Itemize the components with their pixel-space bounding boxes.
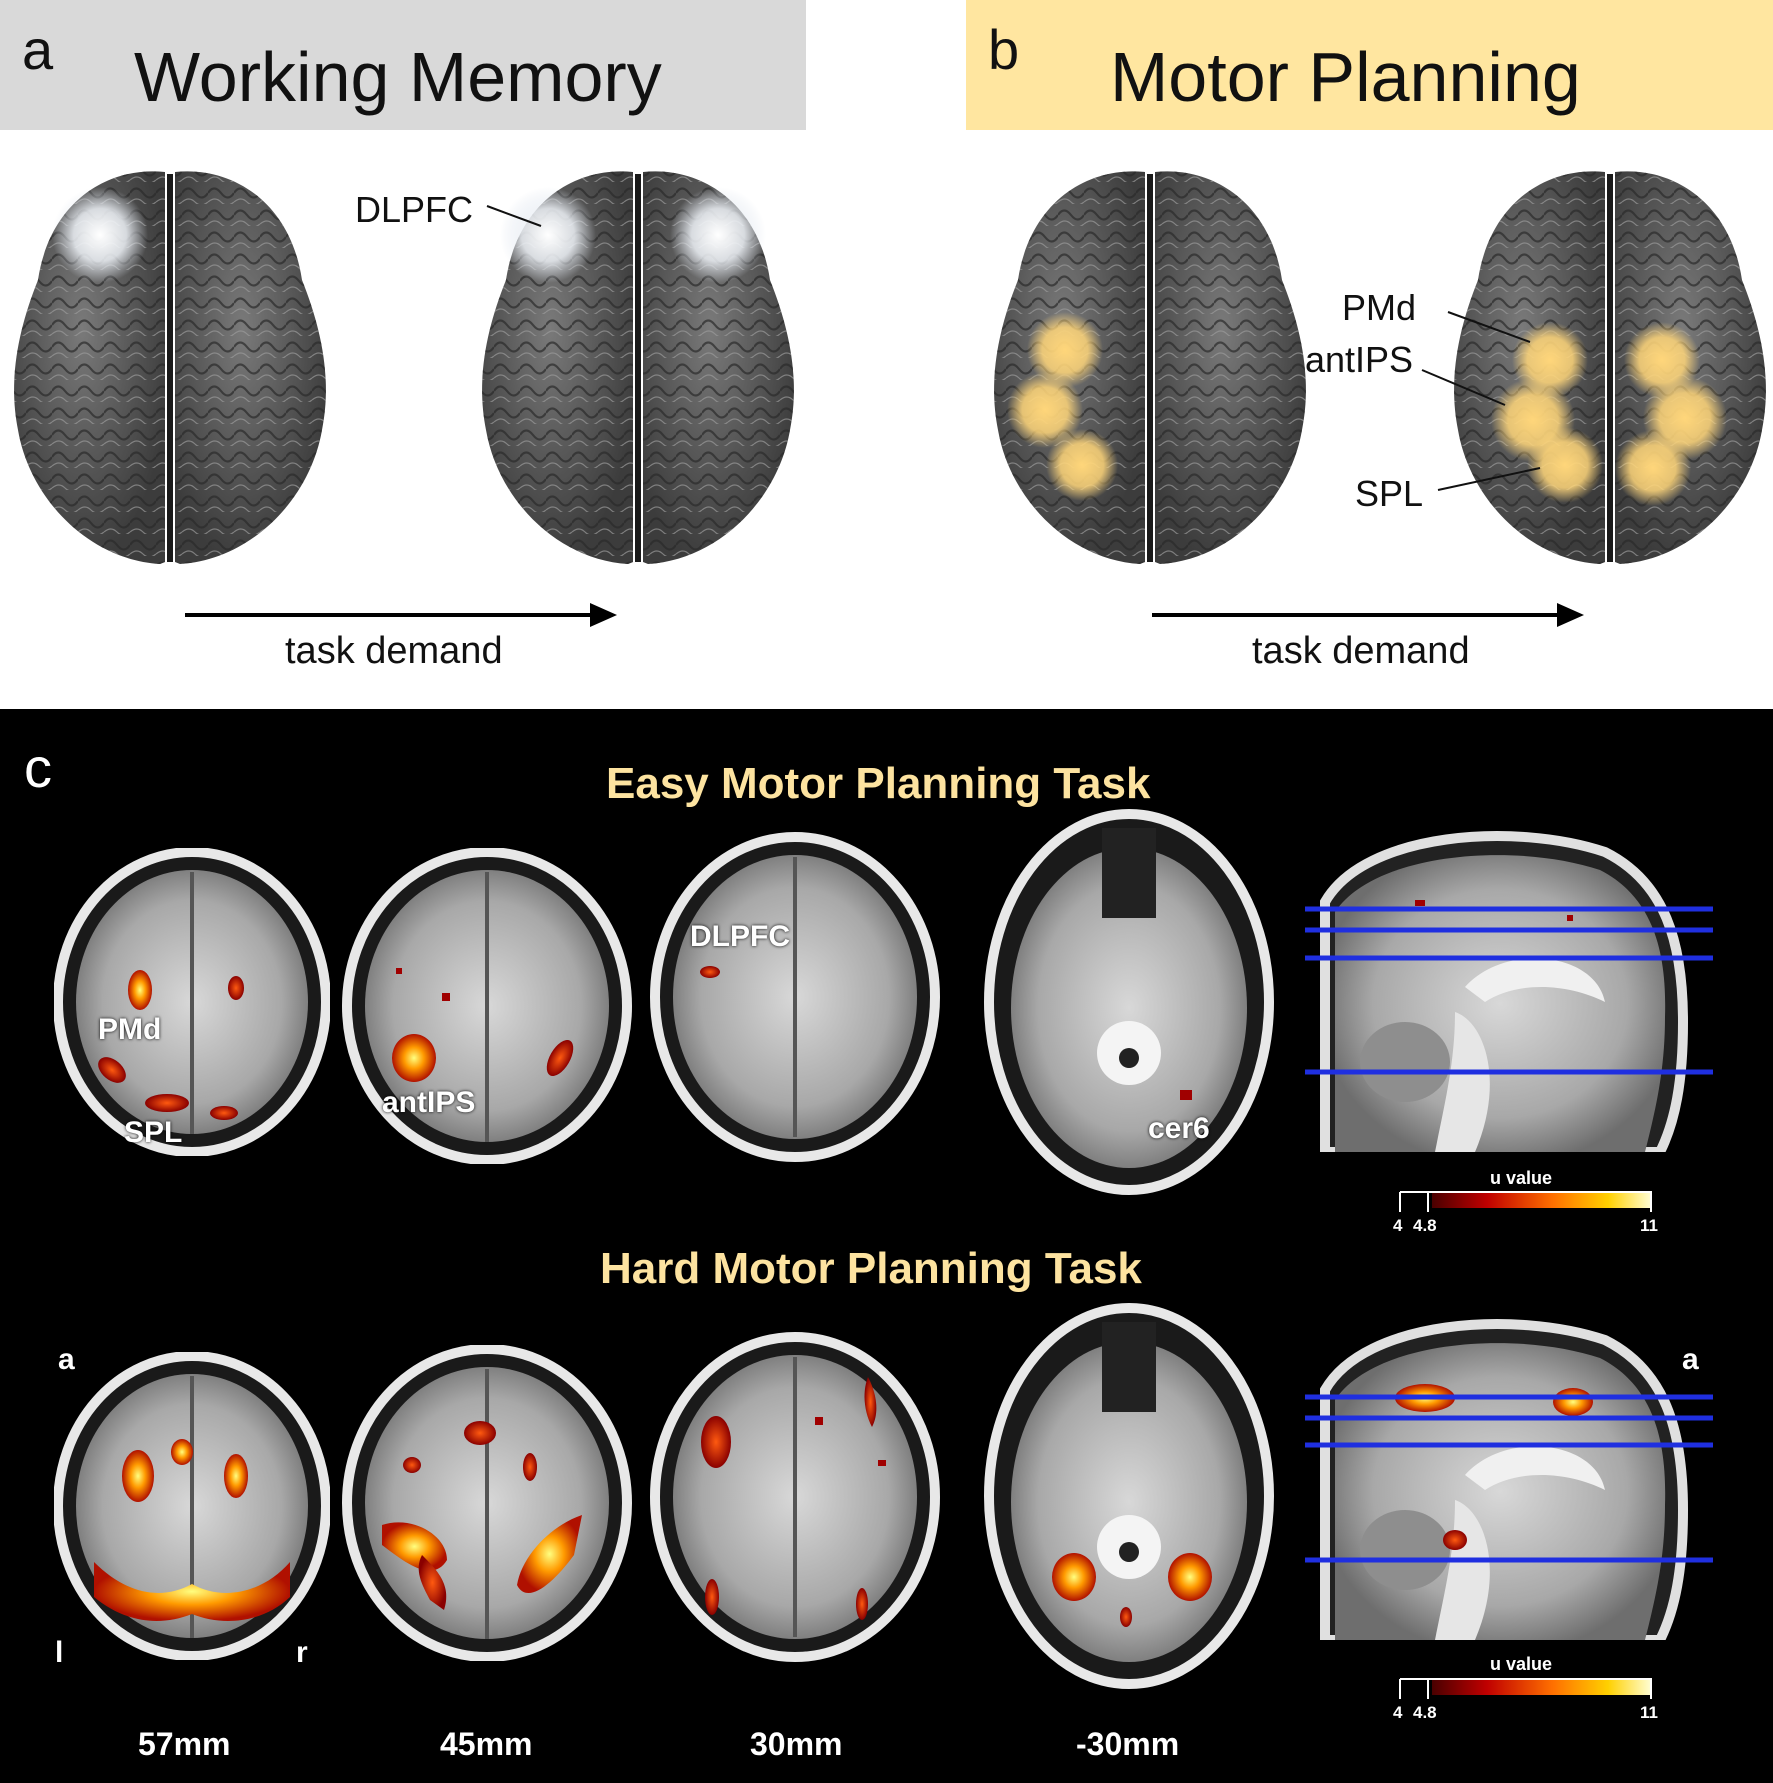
task-demand-arrow-a [185, 603, 617, 627]
antips-activation [1007, 372, 1083, 448]
easy-slice-minus30mm [984, 809, 1274, 1195]
task-demand-label-b: task demand [1252, 630, 1470, 672]
hard-colorbar [1399, 1678, 1652, 1699]
easy-dlpfc-label: DLPFC [690, 920, 790, 953]
panel-a-header [0, 0, 806, 130]
easy-colorbar-title: u value [1490, 1168, 1553, 1188]
orientation-right-label: r [296, 1636, 308, 1669]
hard-colorbar-tick-threshold: 4.8 [1413, 1703, 1437, 1722]
easy-spl-label: SPL [124, 1116, 183, 1149]
panel-b-title: Motor Planning [1110, 38, 1581, 116]
spl-activation-left [1527, 427, 1603, 503]
panel-c-letter: c [24, 736, 52, 799]
antips-label: antIPS [1305, 339, 1414, 380]
spl-activation [1046, 429, 1118, 501]
dlpfc-activation-left [52, 187, 148, 283]
easy-cer6-label: cer6 [1148, 1112, 1210, 1145]
orientation-left-label: l [55, 1636, 64, 1669]
antips-blob [392, 1034, 436, 1082]
hard-slice-minus30mm [984, 1303, 1274, 1689]
easy-pmd-label: PMd [98, 1013, 162, 1046]
hard-task-title: Hard Motor Planning Task [600, 1244, 1142, 1293]
easy-slice-30mm [650, 832, 940, 1162]
dlpfc-leader-line [486, 205, 542, 227]
depth-label-45mm: 45mm [440, 1726, 533, 1762]
hard-slice-57mm [54, 1352, 330, 1660]
easy-colorbar [1399, 1191, 1652, 1212]
easy-slice-57mm [54, 848, 330, 1156]
spl-label: SPL [1355, 473, 1424, 514]
task-demand-label-a: task demand [285, 630, 503, 672]
hard-colorbar-tick-max: 11 [1640, 1703, 1658, 1722]
depth-label-57mm: 57mm [138, 1726, 231, 1762]
pmd-activation [1027, 312, 1103, 388]
easy-task-title: Easy Motor Planning Task [606, 759, 1151, 808]
task-demand-arrow-b [1152, 603, 1584, 627]
dlpfc-activation-left [500, 187, 596, 283]
panel-b-header [966, 0, 1773, 130]
pmd-label: PMd [1342, 287, 1417, 328]
orientation-anterior-sagittal-label: a [1682, 1343, 1699, 1376]
panel-b-letter: b [988, 18, 1020, 81]
panel-b-leader-lines [1421, 311, 1541, 491]
hard-sagittal-slice [1305, 1319, 1713, 1640]
spl-activation-right [1615, 430, 1691, 506]
panel-a-title: Working Memory [134, 38, 662, 116]
hard-slice-45mm [342, 1345, 632, 1661]
dlpfc-label: DLPFC [355, 189, 474, 230]
hard-slice-30mm [650, 1332, 940, 1662]
easy-colorbar-tick-threshold: 4.8 [1413, 1216, 1437, 1235]
panel-a-letter: a [22, 18, 54, 81]
hard-colorbar-tick-min: 4 [1393, 1703, 1403, 1722]
depth-label-minus30mm: -30mm [1076, 1726, 1180, 1762]
cer6-blob [1180, 1090, 1192, 1100]
brain-b-high-demand [1454, 171, 1766, 564]
depth-label-30mm: 30mm [750, 1726, 843, 1762]
orientation-anterior-label: a [58, 1343, 75, 1376]
dlpfc-activation-right [670, 187, 766, 283]
brain-b-low-demand [994, 171, 1306, 564]
easy-colorbar-tick-min: 4 [1393, 1216, 1403, 1235]
pmd-blob [128, 970, 152, 1010]
easy-slice-45mm [342, 848, 632, 1164]
brain-a-low-demand [14, 171, 326, 564]
easy-colorbar-tick-max: 11 [1640, 1216, 1658, 1235]
dlpfc-blob [700, 966, 720, 978]
hard-colorbar-title: u value [1490, 1654, 1553, 1674]
easy-sagittal-slice [1305, 831, 1713, 1152]
easy-antips-label: antIPS [382, 1086, 476, 1119]
brain-a-high-demand [482, 171, 794, 564]
